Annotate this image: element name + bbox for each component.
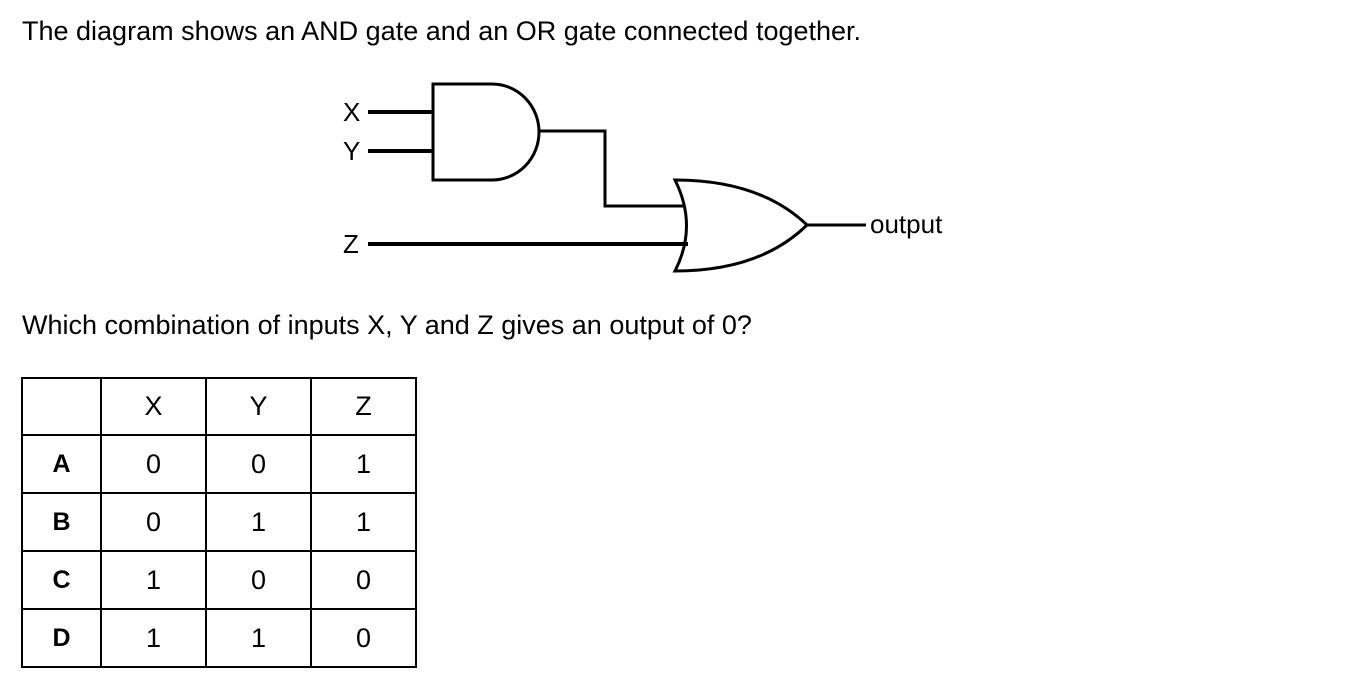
table-row: D 1 1 0 (21, 608, 417, 668)
cell-y: 0 (205, 434, 312, 494)
logic-circuit-diagram: X Y Z output (343, 82, 943, 273)
cell-z: 0 (310, 608, 417, 668)
cell-z: 0 (310, 550, 417, 610)
row-label: A (21, 434, 102, 494)
cell-z: 1 (310, 492, 417, 552)
input-label-y: Y (343, 136, 360, 166)
table-row: C 1 0 0 (21, 550, 417, 610)
input-label-x: X (343, 97, 360, 127)
table-row: B 0 1 1 (21, 492, 417, 552)
header-x: X (100, 377, 207, 436)
cell-x: 0 (100, 434, 207, 494)
row-label: C (21, 550, 102, 610)
cell-y: 1 (205, 492, 312, 552)
and-gate (431, 82, 541, 182)
input-label-z: Z (343, 229, 359, 259)
question-text: Which combination of inputs X, Y and Z g… (22, 310, 752, 340)
cell-y: 1 (205, 608, 312, 668)
output-label: output (870, 209, 943, 239)
header-z: Z (310, 377, 417, 436)
intro-text: The diagram shows an AND gate and an OR … (22, 16, 862, 46)
cell-x: 0 (100, 492, 207, 552)
header-y: Y (205, 377, 312, 436)
wire-and-to-or (539, 129, 683, 208)
cell-y: 0 (205, 550, 312, 610)
or-gate (672, 178, 810, 273)
header-blank (21, 377, 102, 436)
row-label: D (21, 608, 102, 668)
row-label: B (21, 492, 102, 552)
table-header-row: X Y Z (21, 377, 417, 436)
table-row: A 0 0 1 (21, 434, 417, 494)
cell-z: 1 (310, 434, 417, 494)
cell-x: 1 (100, 550, 207, 610)
cell-x: 1 (100, 608, 207, 668)
answer-options-table: X Y Z A 0 0 1 B 0 1 1 C 1 0 0 D 1 1 0 (21, 377, 417, 668)
